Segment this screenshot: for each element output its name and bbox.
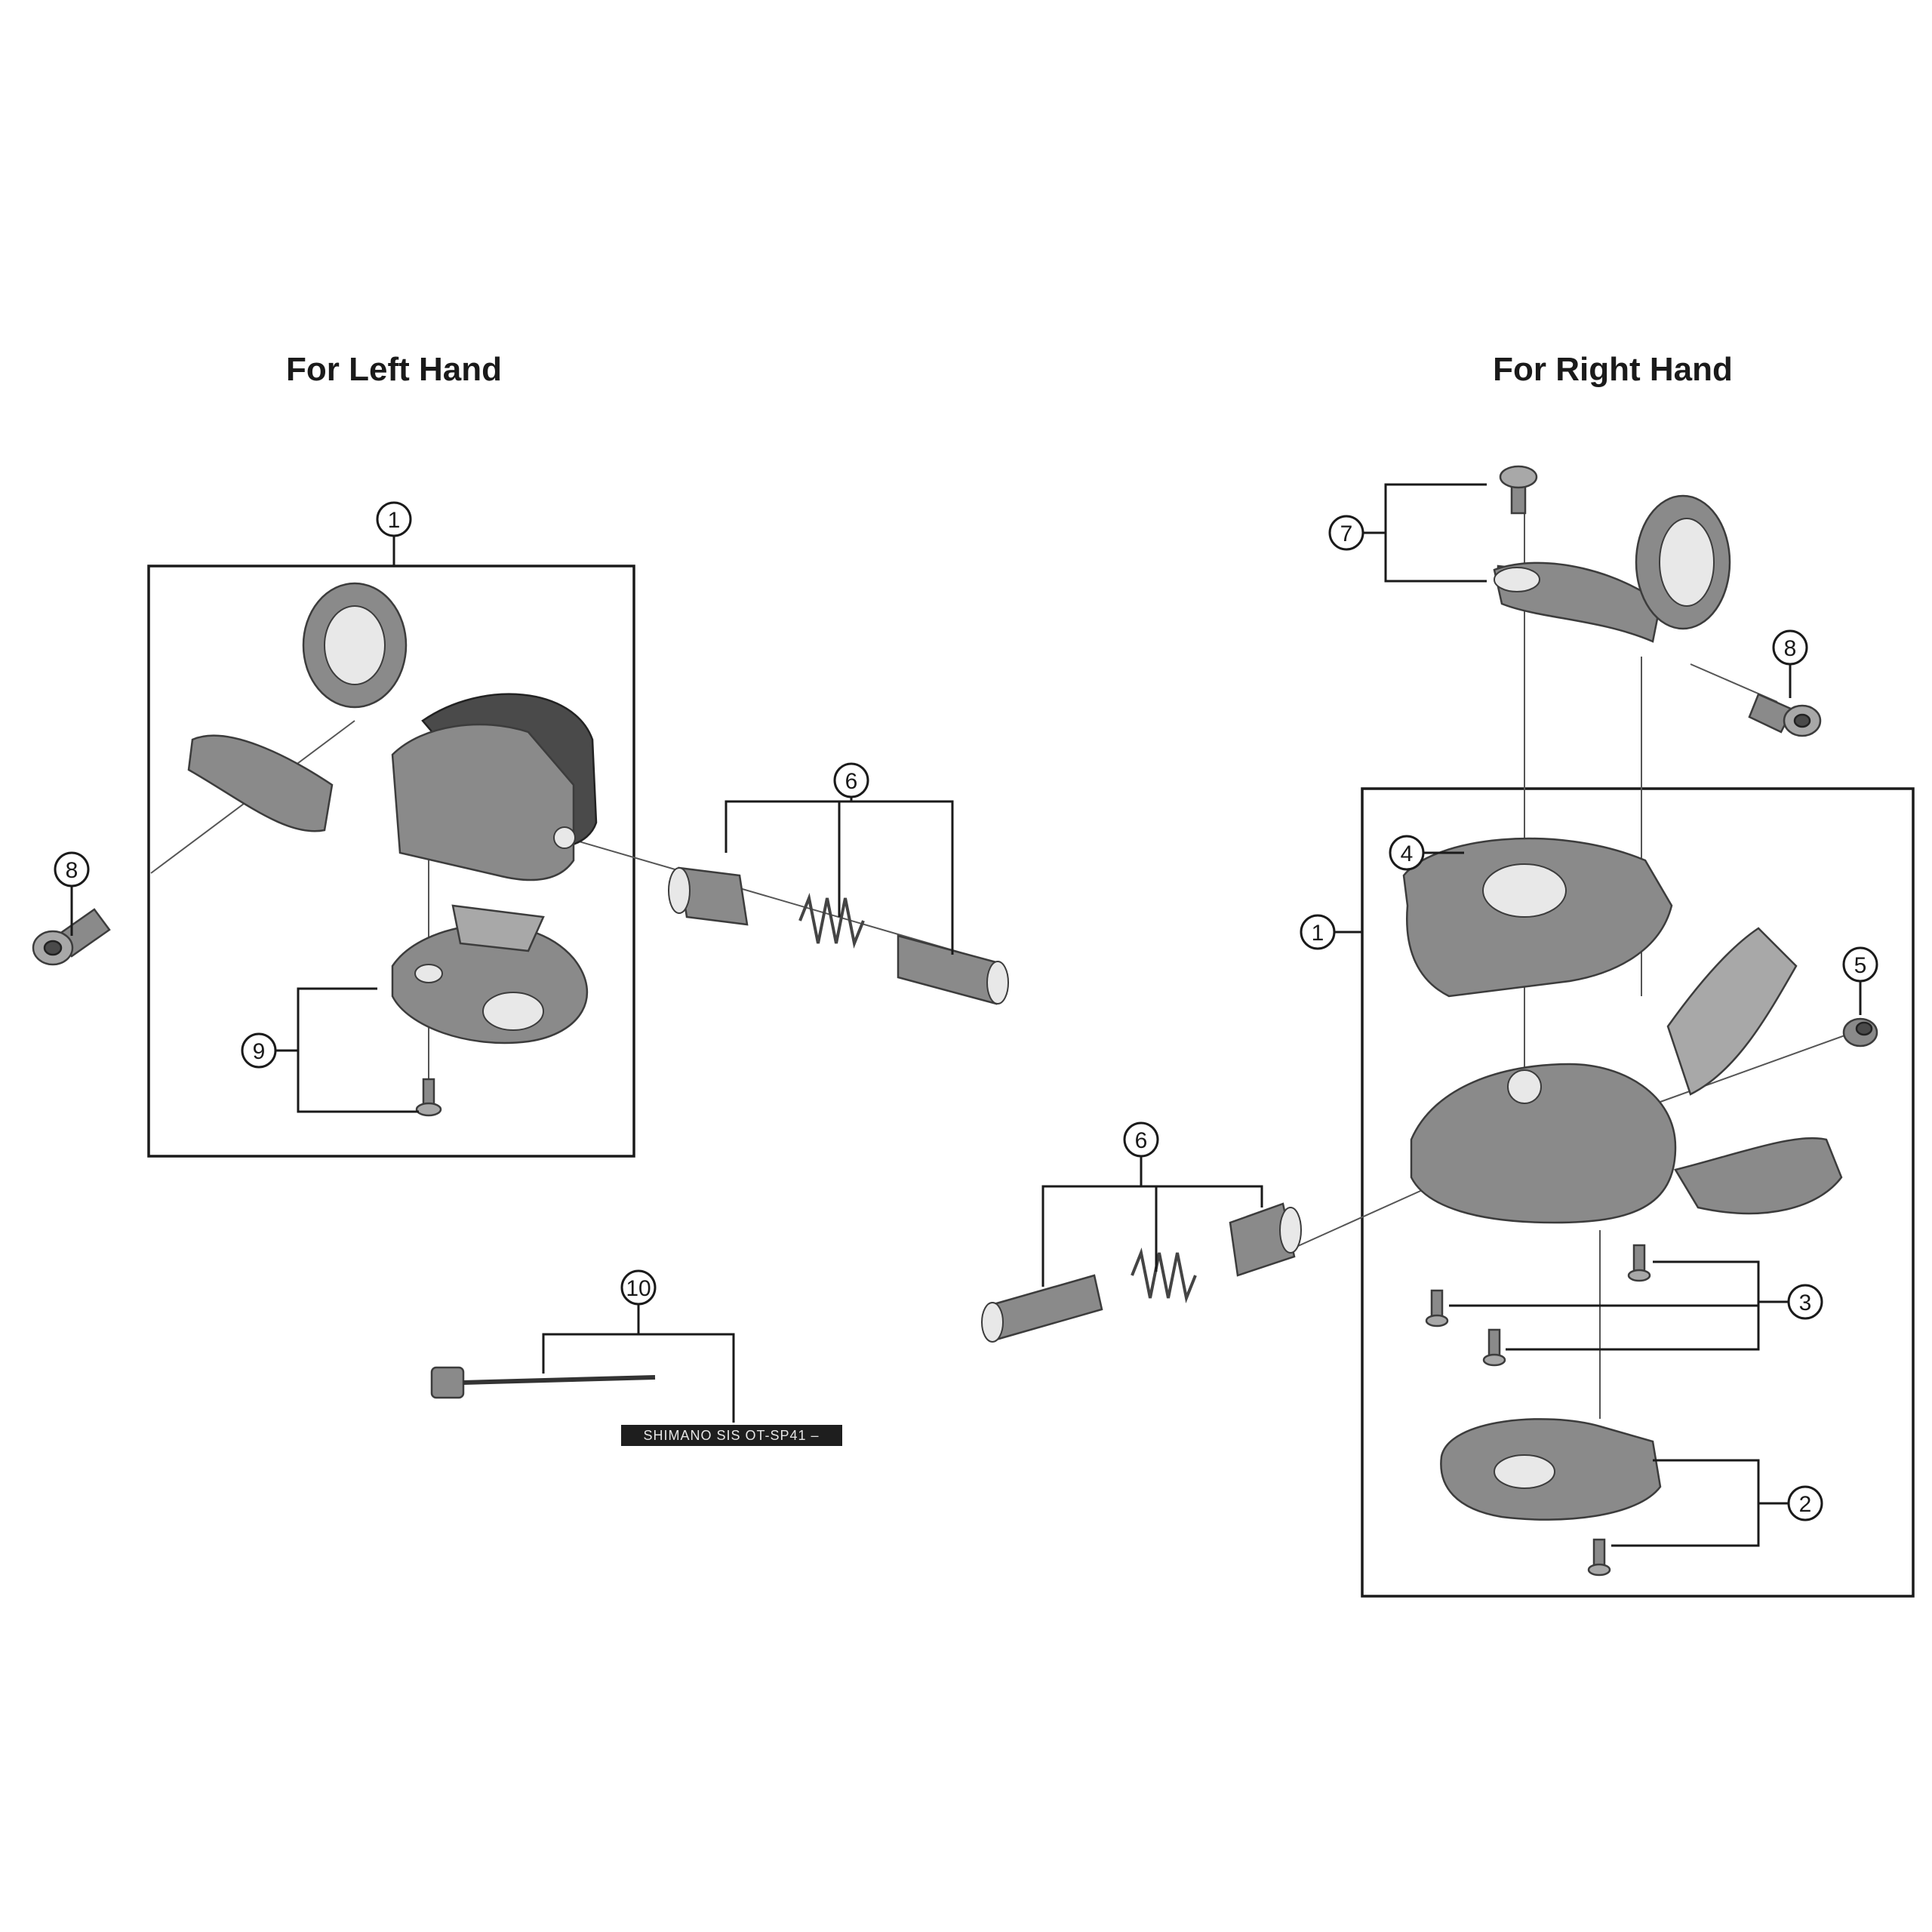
right-screw-set bbox=[1425, 1244, 1651, 1367]
callout-inner-cable: 10 bbox=[620, 1269, 657, 1306]
svg-text:6: 6 bbox=[845, 769, 858, 794]
right-adjuster-pin bbox=[987, 1274, 1103, 1341]
cable-label-text: SHIMANO SIS OT-SP41 – bbox=[643, 1428, 819, 1443]
right-hand-assembly bbox=[981, 465, 1915, 1598]
svg-text:9: 9 bbox=[253, 1039, 266, 1064]
svg-text:3: 3 bbox=[1799, 1291, 1812, 1315]
right-unit-cap bbox=[1842, 1017, 1878, 1048]
right-shifter-unit bbox=[1410, 927, 1843, 1224]
left-cover-tab bbox=[451, 904, 545, 952]
left-clamp-hole bbox=[324, 605, 386, 685]
svg-text:2: 2 bbox=[1799, 1492, 1812, 1517]
right-unit-frame bbox=[1361, 787, 1915, 1598]
callout-right-bottom-cover: 2 bbox=[1787, 1485, 1823, 1521]
left-unit-frame bbox=[147, 565, 635, 1158]
callout-right-clamp: 7 bbox=[1328, 515, 1364, 551]
callout-right-cap: 5 bbox=[1842, 946, 1878, 983]
inner-cable bbox=[463, 1375, 656, 1385]
callout-left-cover-set: 9 bbox=[241, 1032, 277, 1069]
right-thumb-lever bbox=[1674, 1137, 1843, 1215]
left-clamp-bolt bbox=[32, 908, 111, 966]
svg-text:7: 7 bbox=[1340, 521, 1353, 546]
left-cable-port bbox=[553, 826, 576, 849]
svg-text:4: 4 bbox=[1401, 841, 1414, 866]
left-hand-heading: For Left Hand bbox=[286, 351, 502, 388]
svg-text:5: 5 bbox=[1854, 953, 1867, 978]
inner-cable-assembly: SHIMANO SIS OT-SP41 – bbox=[430, 1304, 842, 1446]
left-cover-set bbox=[391, 904, 589, 1117]
right-bottom-cover bbox=[1440, 1418, 1662, 1577]
left-adjuster-spring bbox=[798, 893, 865, 949]
left-shifter-body bbox=[391, 723, 575, 881]
cable-end-nipple bbox=[430, 1366, 465, 1399]
cable-label-strip bbox=[621, 1425, 842, 1446]
right-adjuster-set bbox=[981, 1202, 1302, 1343]
left-adjuster-pin bbox=[897, 934, 998, 1005]
callout-left-bolt: 8 bbox=[54, 851, 90, 888]
right-adjuster-axis bbox=[1282, 1184, 1435, 1254]
svg-text:6: 6 bbox=[1135, 1128, 1148, 1153]
svg-text:1: 1 bbox=[1312, 921, 1324, 946]
callout-right-top-cover: 4 bbox=[1389, 835, 1425, 871]
left-hand-assembly bbox=[32, 536, 1009, 1158]
right-top-cover bbox=[1402, 837, 1673, 998]
right-clamp-band bbox=[1493, 465, 1731, 643]
callout-left-adjuster: 6 bbox=[833, 762, 869, 798]
callout-right-bolt: 8 bbox=[1772, 629, 1808, 666]
svg-text:8: 8 bbox=[66, 858, 78, 883]
right-clamp-bolt bbox=[1748, 693, 1822, 737]
callout-left-unit: 1 bbox=[376, 501, 412, 537]
right-unit-body bbox=[1410, 1063, 1677, 1224]
right-adjuster-spring bbox=[1131, 1247, 1197, 1303]
right-hand-heading: For Right Hand bbox=[1493, 351, 1733, 388]
left-adjuster-set bbox=[668, 866, 1009, 1005]
right-trigger-lever bbox=[1666, 927, 1798, 1096]
left-shifter-unit bbox=[187, 582, 598, 881]
right-adjuster-leader bbox=[1041, 1185, 1263, 1287]
right-clamp-leader bbox=[1384, 483, 1487, 583]
left-adjuster-axis bbox=[565, 837, 982, 959]
svg-text:10: 10 bbox=[626, 1276, 651, 1301]
right-adjuster-barrel bbox=[1229, 1202, 1296, 1277]
callout-right-screws: 3 bbox=[1787, 1284, 1823, 1320]
callout-right-unit: 1 bbox=[1300, 914, 1336, 950]
callout-right-adjuster: 6 bbox=[1123, 1121, 1159, 1158]
left-thumb-lever bbox=[187, 734, 334, 832]
svg-text:8: 8 bbox=[1784, 636, 1797, 661]
svg-text:1: 1 bbox=[388, 508, 401, 533]
